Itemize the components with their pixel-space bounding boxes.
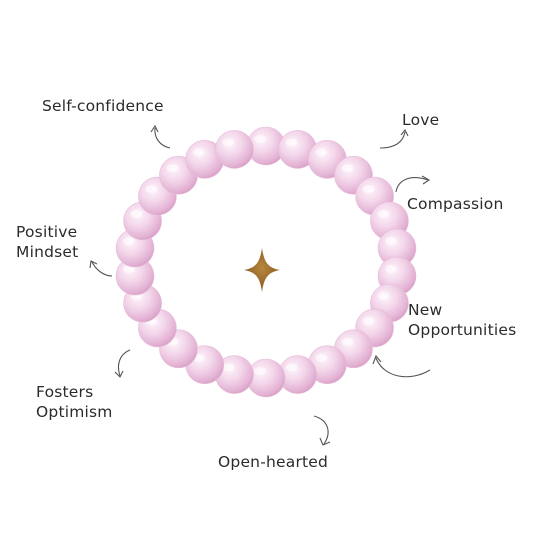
sparkle-star-icon xyxy=(244,248,280,292)
arrow-to-new-opportunities-icon xyxy=(372,354,431,378)
bead-highlight xyxy=(377,292,390,301)
positive-mindset-line1: Positive xyxy=(16,223,78,241)
open-hearted-text: Open-hearted xyxy=(218,453,329,471)
bead-highlight xyxy=(254,367,266,375)
label-self-confidence: Self-confidence xyxy=(42,96,164,116)
label-compassion: Compassion xyxy=(407,194,504,214)
bead-highlight xyxy=(145,185,158,194)
label-fosters-optimism: Fosters Optimism xyxy=(36,382,113,422)
bead-highlight xyxy=(315,148,328,157)
bead-highlight xyxy=(123,237,135,245)
love-text: Love xyxy=(402,111,440,129)
bead-highlight xyxy=(341,164,354,173)
bead-highlight xyxy=(130,209,143,218)
bead-highlight xyxy=(362,316,375,325)
arrow-to-fosters-optimism-icon xyxy=(114,349,131,378)
fosters-optimism-line1: Fosters xyxy=(36,383,94,401)
bead-highlight xyxy=(285,363,298,372)
label-new-opportunities: New Opportunities xyxy=(408,300,516,340)
label-open-hearted: Open-hearted xyxy=(218,452,328,472)
self-confidence-text: Self-confidence xyxy=(42,97,164,115)
arrow-to-open-hearted-icon xyxy=(313,415,331,446)
bead xyxy=(215,130,254,169)
bead-highlight xyxy=(315,353,328,362)
arrow-to-self-confidence-icon xyxy=(150,124,171,149)
label-positive-mindset: Positive Mindset xyxy=(16,222,78,262)
bead-highlight xyxy=(285,138,298,147)
bead-highlight xyxy=(166,164,179,173)
rose-quartz-bead-ring xyxy=(115,126,417,398)
positive-mindset-line2: Mindset xyxy=(16,243,79,261)
bead-highlight xyxy=(222,138,235,147)
fosters-optimism-line2: Optimism xyxy=(36,403,113,421)
bead-highlight xyxy=(385,237,397,245)
bead-highlight xyxy=(341,337,354,346)
bead-highlight xyxy=(254,135,266,143)
bead-highlight xyxy=(192,148,205,157)
arrow-to-positive-mindset-icon xyxy=(89,260,113,277)
bead-highlight xyxy=(362,185,375,194)
bead-highlight xyxy=(385,265,397,273)
arrow-to-love-icon xyxy=(379,128,409,149)
bead-highlight xyxy=(377,209,390,218)
arrow-to-compassion-icon xyxy=(395,175,431,193)
new-opportunities-line2: Opportunities xyxy=(408,321,517,339)
label-love: Love xyxy=(402,110,439,130)
new-opportunities-line1: New xyxy=(408,301,443,319)
compassion-text: Compassion xyxy=(407,195,504,213)
bead-highlight xyxy=(222,363,235,372)
